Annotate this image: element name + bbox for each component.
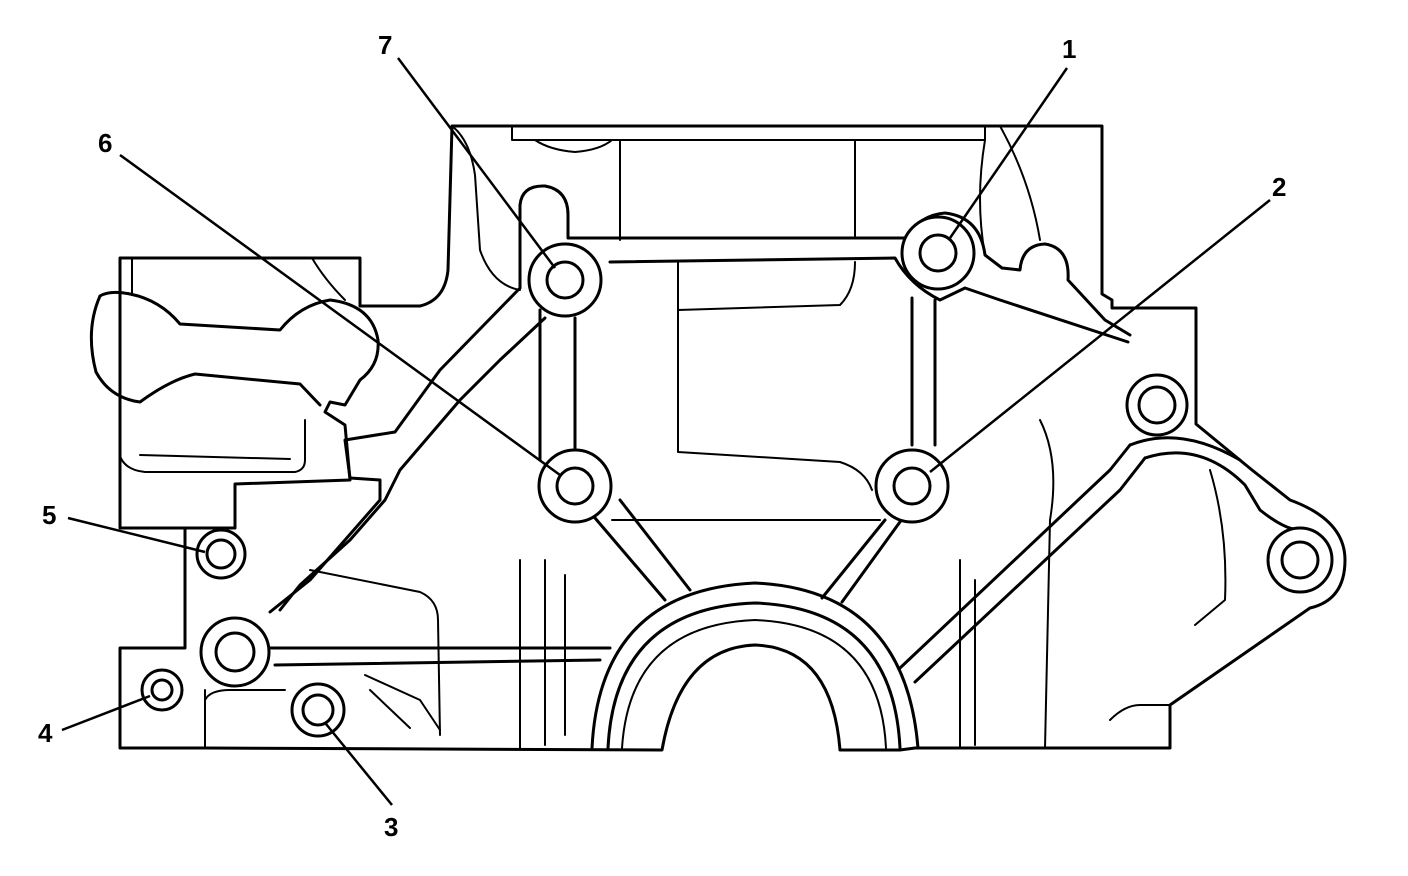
top-flange-line [511,125,986,141]
housing-inner-line [139,454,291,460]
leader-2 [929,199,1271,473]
left-housing [89,257,380,530]
inner-panel [677,261,873,491]
callout-label-6: 6 [98,128,112,158]
callout-label-5: 5 [42,500,56,530]
rail-right-vertical [910,296,937,447]
rail-top-outer [518,184,1132,337]
housing-vertical [131,257,346,301]
housing-bottom [119,401,306,473]
callout-label-2: 2 [1272,172,1286,202]
housing-lobe [98,290,380,530]
crank-seal-bore [590,581,920,750]
rail-top-inner [608,256,1130,344]
bottom-left-pad [204,689,286,749]
top-right-web [979,125,1041,256]
bolt-hole-7 [527,242,603,318]
callout-label-4: 4 [38,718,53,748]
bolt-hole-6 [537,448,613,524]
block-outer-outline [118,124,1347,752]
rail-web-left [593,498,692,602]
leader-6 [119,153,561,477]
housing-left-bulb [89,294,322,407]
bolt-hole-3 [290,682,346,738]
bottom-right-pad [1109,704,1171,721]
rail-left-vertical [538,308,577,462]
lower-details [204,419,1227,749]
rail-web-right [820,513,907,604]
leader-1 [948,67,1069,239]
bolt-hole-right-upper [1125,373,1189,437]
callout-labels: 1 2 3 4 5 6 7 [38,30,1286,842]
lower-channel-1 [364,674,441,731]
leader-4 [61,694,151,732]
rail-left-diagonal-inner [278,316,547,612]
rail-right-loop [1128,436,1302,532]
rail-bottom [268,646,612,667]
seal-outer-ring [590,581,920,750]
bolt-hole-right-lower [1266,526,1334,594]
upper-left-pocket [451,125,521,291]
bolt-hole-2 [874,448,950,524]
lower-ribs [519,559,976,749]
leader-5 [67,516,206,554]
callout-label-3: 3 [384,812,398,842]
seal-middle-ring [606,601,902,750]
leader-lines [61,57,1271,806]
bolt-hole-1 [900,215,976,291]
seal-inner-ring [621,619,887,749]
callout-label-1: 1 [1062,34,1076,64]
bolt-hole-4 [140,668,184,712]
rail-left-diagonal-outer [268,203,522,614]
block-body [118,124,1347,752]
right-cavity [1039,419,1227,749]
leader-3 [325,723,393,806]
bolt-hole-lower-left [199,616,271,688]
upper-left-cap [534,139,613,153]
bolt-hole-5 [195,528,247,580]
leader-7 [396,57,557,269]
rail-right-diagonal [898,443,1147,684]
lower-left-cavity [309,569,441,736]
callout-label-7: 7 [378,30,392,60]
